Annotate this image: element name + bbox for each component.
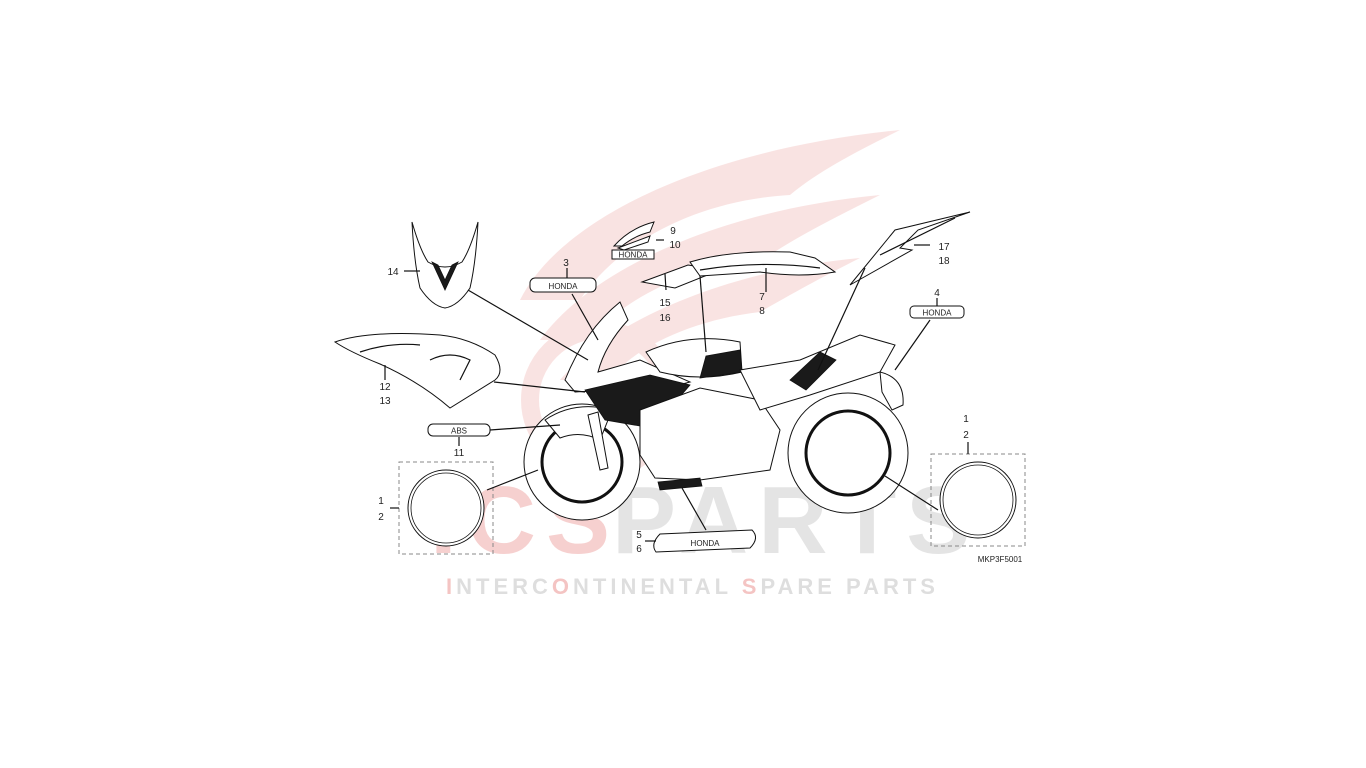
callout-labels: 14 3 9 10 15 16 7 8 17 18 4 12 13 11 1 2… [378,226,969,555]
honda-badge-text-5: HONDA [691,539,721,548]
callout-2-right: 2 [963,430,969,441]
callout-13: 13 [379,396,391,407]
callout-18: 18 [938,256,950,267]
part-4-honda-badge: HONDA [909,305,965,319]
tagline-ntinental: NTINENTAL [573,574,742,599]
wing-emblem-text: HONDA [619,251,649,260]
leader-lines [384,239,969,542]
under-cowl [639,387,781,481]
tagline-i: I [446,574,456,599]
part-14-front-cowl [411,221,479,309]
abs-badge-text: ABS [451,427,467,436]
front-cowl-decal [411,221,479,309]
callout-2-left: 2 [378,512,384,523]
tagline-s: S [742,574,761,599]
diagram-code: MKP3F5001 [978,555,1023,564]
rear-fender [879,371,904,411]
part-5-6-honda-badge: HONDA [653,529,756,553]
part-3-honda-badge: HONDA [529,277,597,293]
tagline-o: O [552,574,573,599]
callout-1-left: 1 [378,496,384,507]
callout-6: 6 [636,544,642,555]
callout-4: 4 [934,288,940,299]
callout-17: 17 [938,242,950,253]
part-7-8-tank-stripe [689,251,837,277]
part-9-10-wing-emblem: HONDA [611,221,655,260]
under-cowl-stripe [657,477,703,491]
part-12-13-side-decal [333,333,501,409]
callout-14: 14 [387,267,399,278]
side-decal-panel [333,333,501,409]
front-cowl-stripe [431,261,459,291]
rim-stripe-right [939,461,1017,539]
tagline-pare-parts: PARE PARTS [760,574,939,599]
rim-stripe-left [407,469,485,547]
callout-7: 7 [759,292,765,303]
callout-12: 12 [379,382,391,393]
honda-badge-text-3: HONDA [549,282,579,291]
front-fork [587,411,609,471]
tagline-nterc: NTERC [456,574,552,599]
svg-text:INTERCONTINENTAL SPARE PARTS: INTERCONTINENTAL SPARE PARTS [446,574,939,599]
callout-15: 15 [659,298,671,309]
callout-8: 8 [759,306,765,317]
tagline-watermark: INTERCONTINENTAL SPARE PARTS [446,574,939,599]
callout-16: 16 [659,313,671,324]
tail-stripe-dark [789,351,837,391]
callout-11: 11 [454,448,465,459]
part-17-18-tail-stripe [849,211,971,286]
motorcycle-outline [523,301,909,521]
callout-9: 9 [670,226,676,237]
rim-stripe-box-right [930,453,1026,547]
callout-1-right: 1 [963,414,969,425]
rear-rim-stripe [804,409,892,497]
callout-5: 5 [636,530,642,541]
callout-10: 10 [669,240,681,251]
part-11-abs-badge: ABS [427,423,491,437]
honda-badge-text-4: HONDA [923,309,953,318]
callout-3: 3 [563,258,569,269]
